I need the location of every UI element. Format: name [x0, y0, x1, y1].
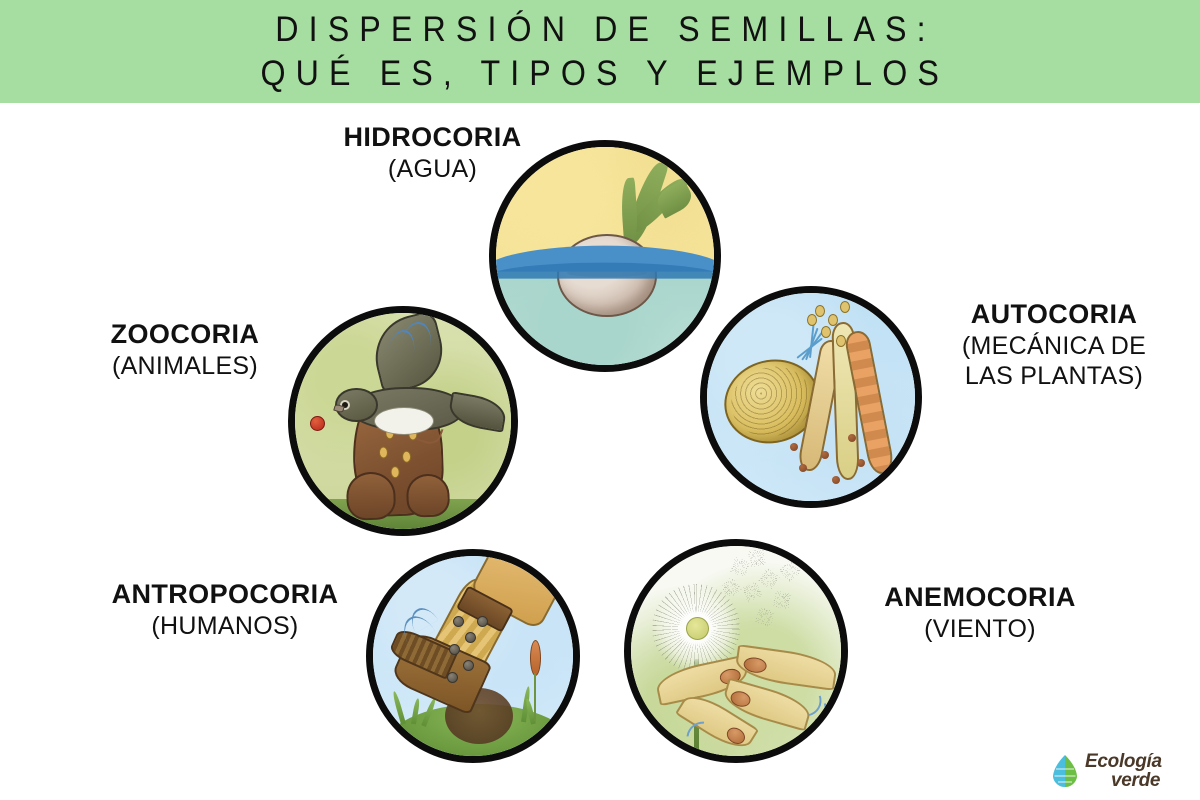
label-zoocoria: ZOOCORIA (ANIMALES)	[55, 318, 315, 381]
logo-wordmark: Ecología verde	[1085, 751, 1162, 791]
illustration-hidrocoria	[496, 147, 714, 365]
illustration-antropocoria	[373, 556, 573, 756]
label-autocoria-name: AUTOCORIA	[970, 299, 1138, 329]
label-anemocoria-agent: (VIENTO)	[924, 614, 1036, 643]
leaf-icon	[1053, 755, 1077, 788]
illustration-zoocoria	[295, 313, 511, 529]
page-title-line-1: DISPERSIÓN DE SEMILLAS:	[274, 9, 936, 49]
logo-line-2: verde	[1111, 769, 1161, 791]
circle-hidrocoria[interactable]	[489, 140, 721, 372]
logo-line-1: Ecología	[1085, 751, 1162, 773]
label-zoocoria-agent: (ANIMALES)	[111, 351, 259, 380]
bird-icon	[310, 313, 509, 448]
label-hidrocoria: HIDROCORIA (AGUA)	[300, 121, 565, 184]
dandelion-icon	[652, 583, 741, 672]
circle-antropocoria[interactable]	[366, 549, 580, 763]
label-anemocoria-name: ANEMOCORIA	[884, 582, 1076, 612]
circle-autocoria[interactable]	[700, 286, 922, 508]
circle-zoocoria[interactable]	[288, 306, 518, 536]
illustration-autocoria	[707, 293, 915, 501]
label-antropocoria-name: ANTROPOCORIA	[111, 579, 339, 609]
header-banner: DISPERSIÓN DE SEMILLAS: QUÉ ES, TIPOS Y …	[0, 0, 1200, 103]
label-zoocoria-name: ZOOCORIA	[110, 319, 260, 349]
label-antropocoria: ANTROPOCORIA (HUMANOS)	[80, 578, 370, 641]
label-anemocoria: ANEMOCORIA (VIENTO)	[845, 581, 1115, 644]
site-logo[interactable]: Ecología verde	[1052, 748, 1192, 794]
illustration-anemocoria	[631, 546, 841, 756]
label-hidrocoria-agent: (AGUA)	[387, 154, 478, 183]
label-autocoria-agent: (MECÁNICA DE LAS PLANTAS)	[961, 331, 1147, 391]
circle-anemocoria[interactable]	[624, 539, 848, 763]
diagram-stage: HIDROCORIA (AGUA) ZOOCORIA (ANIMALES)	[0, 103, 1200, 800]
label-hidrocoria-name: HIDROCORIA	[343, 122, 522, 152]
page-title-line-2: QUÉ ES, TIPOS Y EJEMPLOS	[260, 53, 950, 93]
label-autocoria: AUTOCORIA (MECÁNICA DE LAS PLANTAS)	[918, 298, 1190, 392]
label-antropocoria-agent: (HUMANOS)	[151, 611, 299, 640]
